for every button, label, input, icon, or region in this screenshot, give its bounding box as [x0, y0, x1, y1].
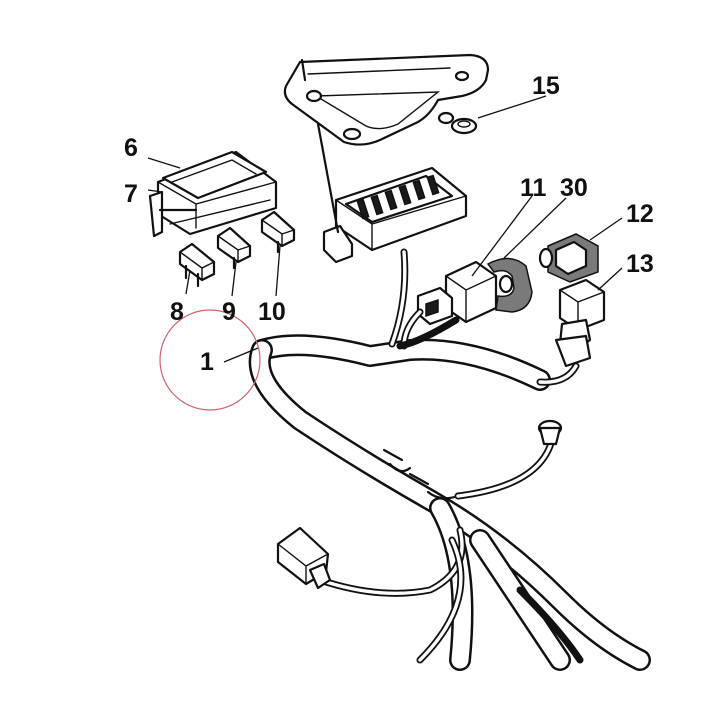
callout-15: 15 [532, 72, 560, 100]
callout-12: 12 [626, 200, 654, 228]
branch-wires [316, 248, 584, 664]
bulb-holder [537, 419, 563, 446]
callout-9: 9 [222, 298, 236, 326]
connector-lower-left [276, 526, 332, 590]
callout-13: 13 [626, 250, 654, 278]
callout-30: 30 [560, 174, 588, 202]
fuse-box [148, 150, 278, 238]
callout-10: 10 [258, 298, 286, 326]
fuse-9 [216, 226, 252, 270]
main-harness [248, 334, 651, 671]
relay-slots [356, 174, 440, 220]
leader-lines [147, 95, 623, 363]
connector-12 [538, 233, 599, 283]
washer [450, 117, 478, 135]
highlight-circle [159, 309, 261, 411]
fuse-10 [260, 210, 296, 254]
relay-block [316, 122, 468, 264]
connector-13 [554, 278, 606, 376]
mounting-bracket [283, 53, 490, 146]
fuse-8 [178, 242, 216, 288]
relay-11 [416, 260, 498, 326]
callout-1: 1 [200, 348, 214, 376]
callout-11: 11 [520, 174, 547, 202]
relay-bracket-30 [486, 257, 533, 313]
callout-6: 6 [124, 134, 138, 162]
callout-8: 8 [170, 298, 184, 326]
callout-7: 7 [124, 180, 138, 208]
